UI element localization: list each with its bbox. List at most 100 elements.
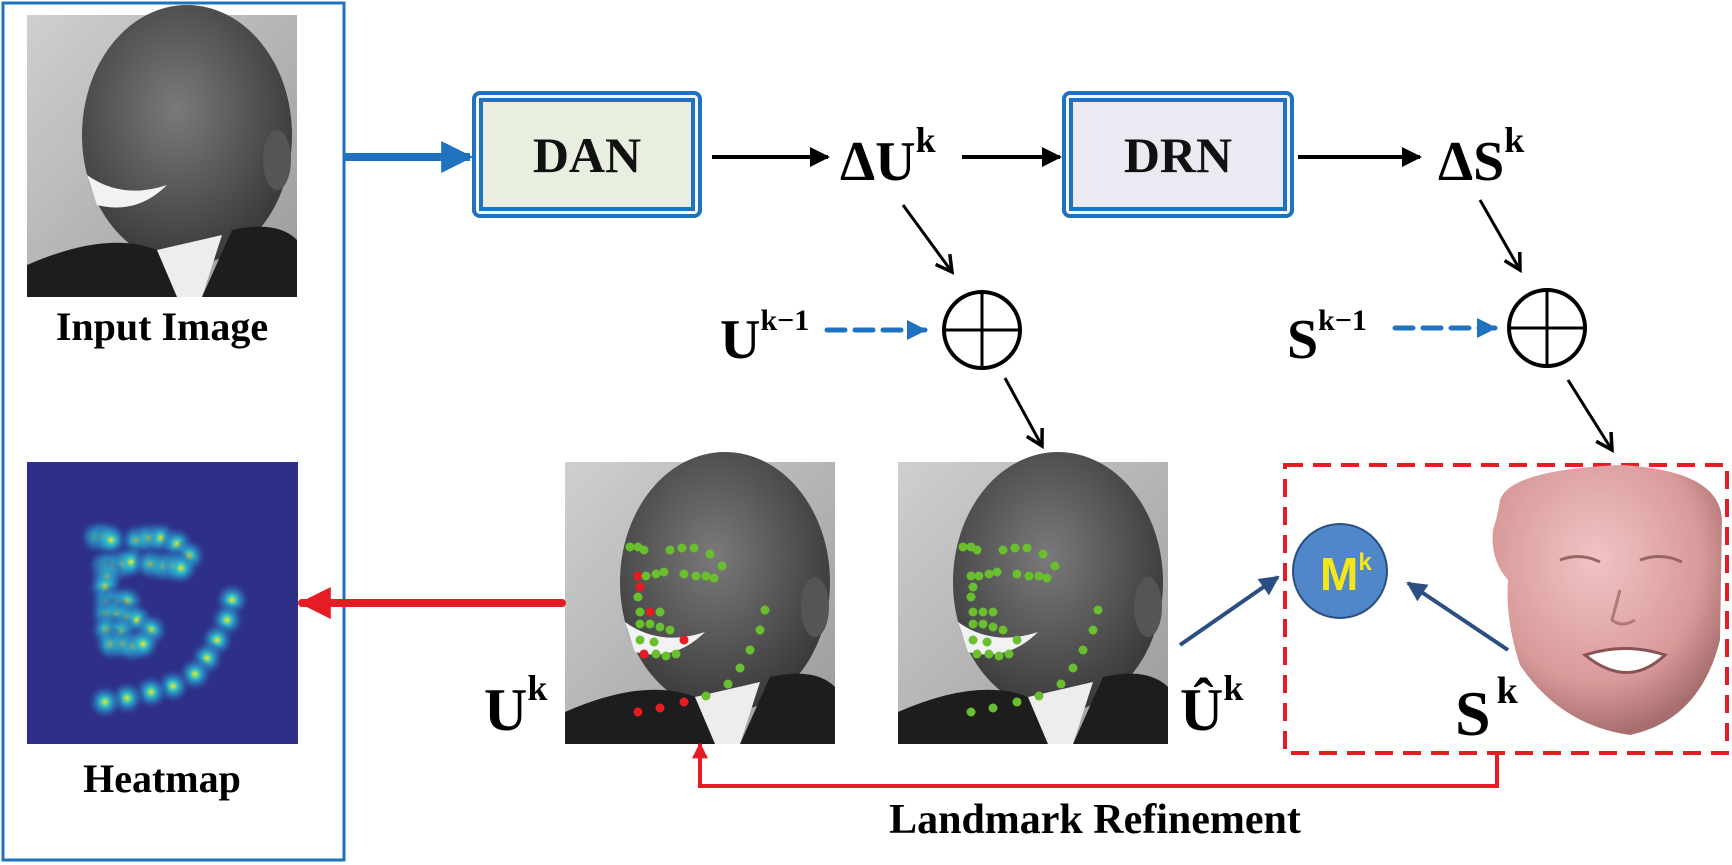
sum-u-node [942,290,1022,370]
input-panel-border [1,1,346,862]
landmark-point-error [679,635,689,645]
landmark-point [1034,691,1044,701]
uk-landmarks [625,542,770,717]
landmark-point [651,569,661,579]
landmark-point [1012,569,1022,579]
landmark-point [671,649,681,659]
s-to-m-arrow [1406,581,1510,652]
landmark-point [966,571,976,581]
landmark-point [998,545,1008,555]
landmark-point [966,707,976,717]
landmark-point-error [635,582,645,592]
landmark-point-error [633,571,643,581]
landmark-point [1068,663,1078,673]
landmark-point [992,567,1002,577]
landmark-point [659,567,669,577]
landmark-point [691,571,701,581]
landmark-point [978,619,988,629]
landmark-point [1022,543,1032,553]
landmark-point [649,637,659,647]
uhat-landmarks [958,542,1103,717]
landmark-point [1042,573,1052,583]
landmark-point [679,569,689,579]
landmark-point [745,645,755,655]
uhat-to-m-arrow [1178,575,1280,647]
landmark-point [1010,543,1020,553]
heatmap-peak [125,626,161,662]
landmark-point [1088,625,1098,635]
landmark-point [705,549,715,559]
heatmap-image [27,462,298,744]
landmark-point [974,571,984,581]
landmark-point [972,649,982,659]
heatmap-label: Heatmap [83,756,241,801]
landmark-point [1012,635,1022,645]
dan-block: DAN [472,91,702,218]
delta-s-symbol: ΔSk [1438,120,1524,193]
landmark-point [978,607,988,617]
landmark-point [1024,571,1034,581]
landmark-point [635,619,645,629]
delta-u-to-sum-arrow [901,204,952,272]
landmark-point [635,635,645,645]
landmark-point [665,545,675,555]
landmark-point [982,637,992,647]
landmark-point [1050,561,1060,571]
3d-face-mesh [1492,465,1722,735]
landmark-point [641,571,651,581]
landmark-point [988,703,998,713]
landmark-point [968,619,978,629]
sum-u-to-uhat-arrow [1003,377,1042,446]
m-k-label: Mk [1320,548,1372,600]
landmark-point [735,663,745,673]
landmark-point-error [655,703,665,713]
landmark-point [651,649,661,659]
landmark-point [1004,649,1014,659]
landmark-point [1038,549,1048,559]
landmark-point [677,543,687,553]
landmark-point [723,679,733,689]
input-image-label: Input Image [56,304,268,349]
landmark-point [1034,571,1044,581]
delta-u-symbol: ΔUk [840,120,936,193]
uhat-symbol: Ûk [1180,668,1243,743]
landmark-point [994,651,1004,661]
dan-label: DAN [533,127,641,183]
fitting-region-dashed-box [1283,463,1729,755]
s-prev-symbol: Sk−1 [1287,304,1367,371]
landmark-point [717,561,727,571]
landmark-point [709,573,719,583]
landmark-point [968,607,978,617]
heatmap-peaks [79,519,250,720]
landmark-point [988,607,998,617]
landmark-point [633,592,643,602]
landmark-point [958,542,968,552]
landmark-point [701,571,711,581]
landmark-point [665,625,675,635]
landmark-point-error [633,707,643,717]
landmark-point [760,605,770,615]
landmark-refinement-label: Landmark Refinement [889,797,1301,843]
landmark-point [655,622,665,632]
heatmap-peak [87,684,123,720]
landmark-point [1093,605,1103,615]
landmark-point [701,691,711,701]
landmark-point-error [645,607,655,617]
landmark-point-error [679,697,689,707]
landmark-point [1056,679,1066,689]
landmark-point [998,625,1008,635]
delta-s-to-sum-arrow [1478,199,1520,270]
landmark-point [661,651,671,661]
landmark-point [755,625,765,635]
landmark-point [625,542,635,552]
landmark-point [984,569,994,579]
landmark-point [1012,697,1022,707]
heatmap-peak [163,550,199,586]
landmark-point [655,607,665,617]
uhat-landmark-image [898,452,1168,744]
landmark-point [972,545,982,555]
u-prev-symbol: Uk−1 [720,304,809,371]
sum-s-to-3d-face-arrow [1566,379,1612,450]
